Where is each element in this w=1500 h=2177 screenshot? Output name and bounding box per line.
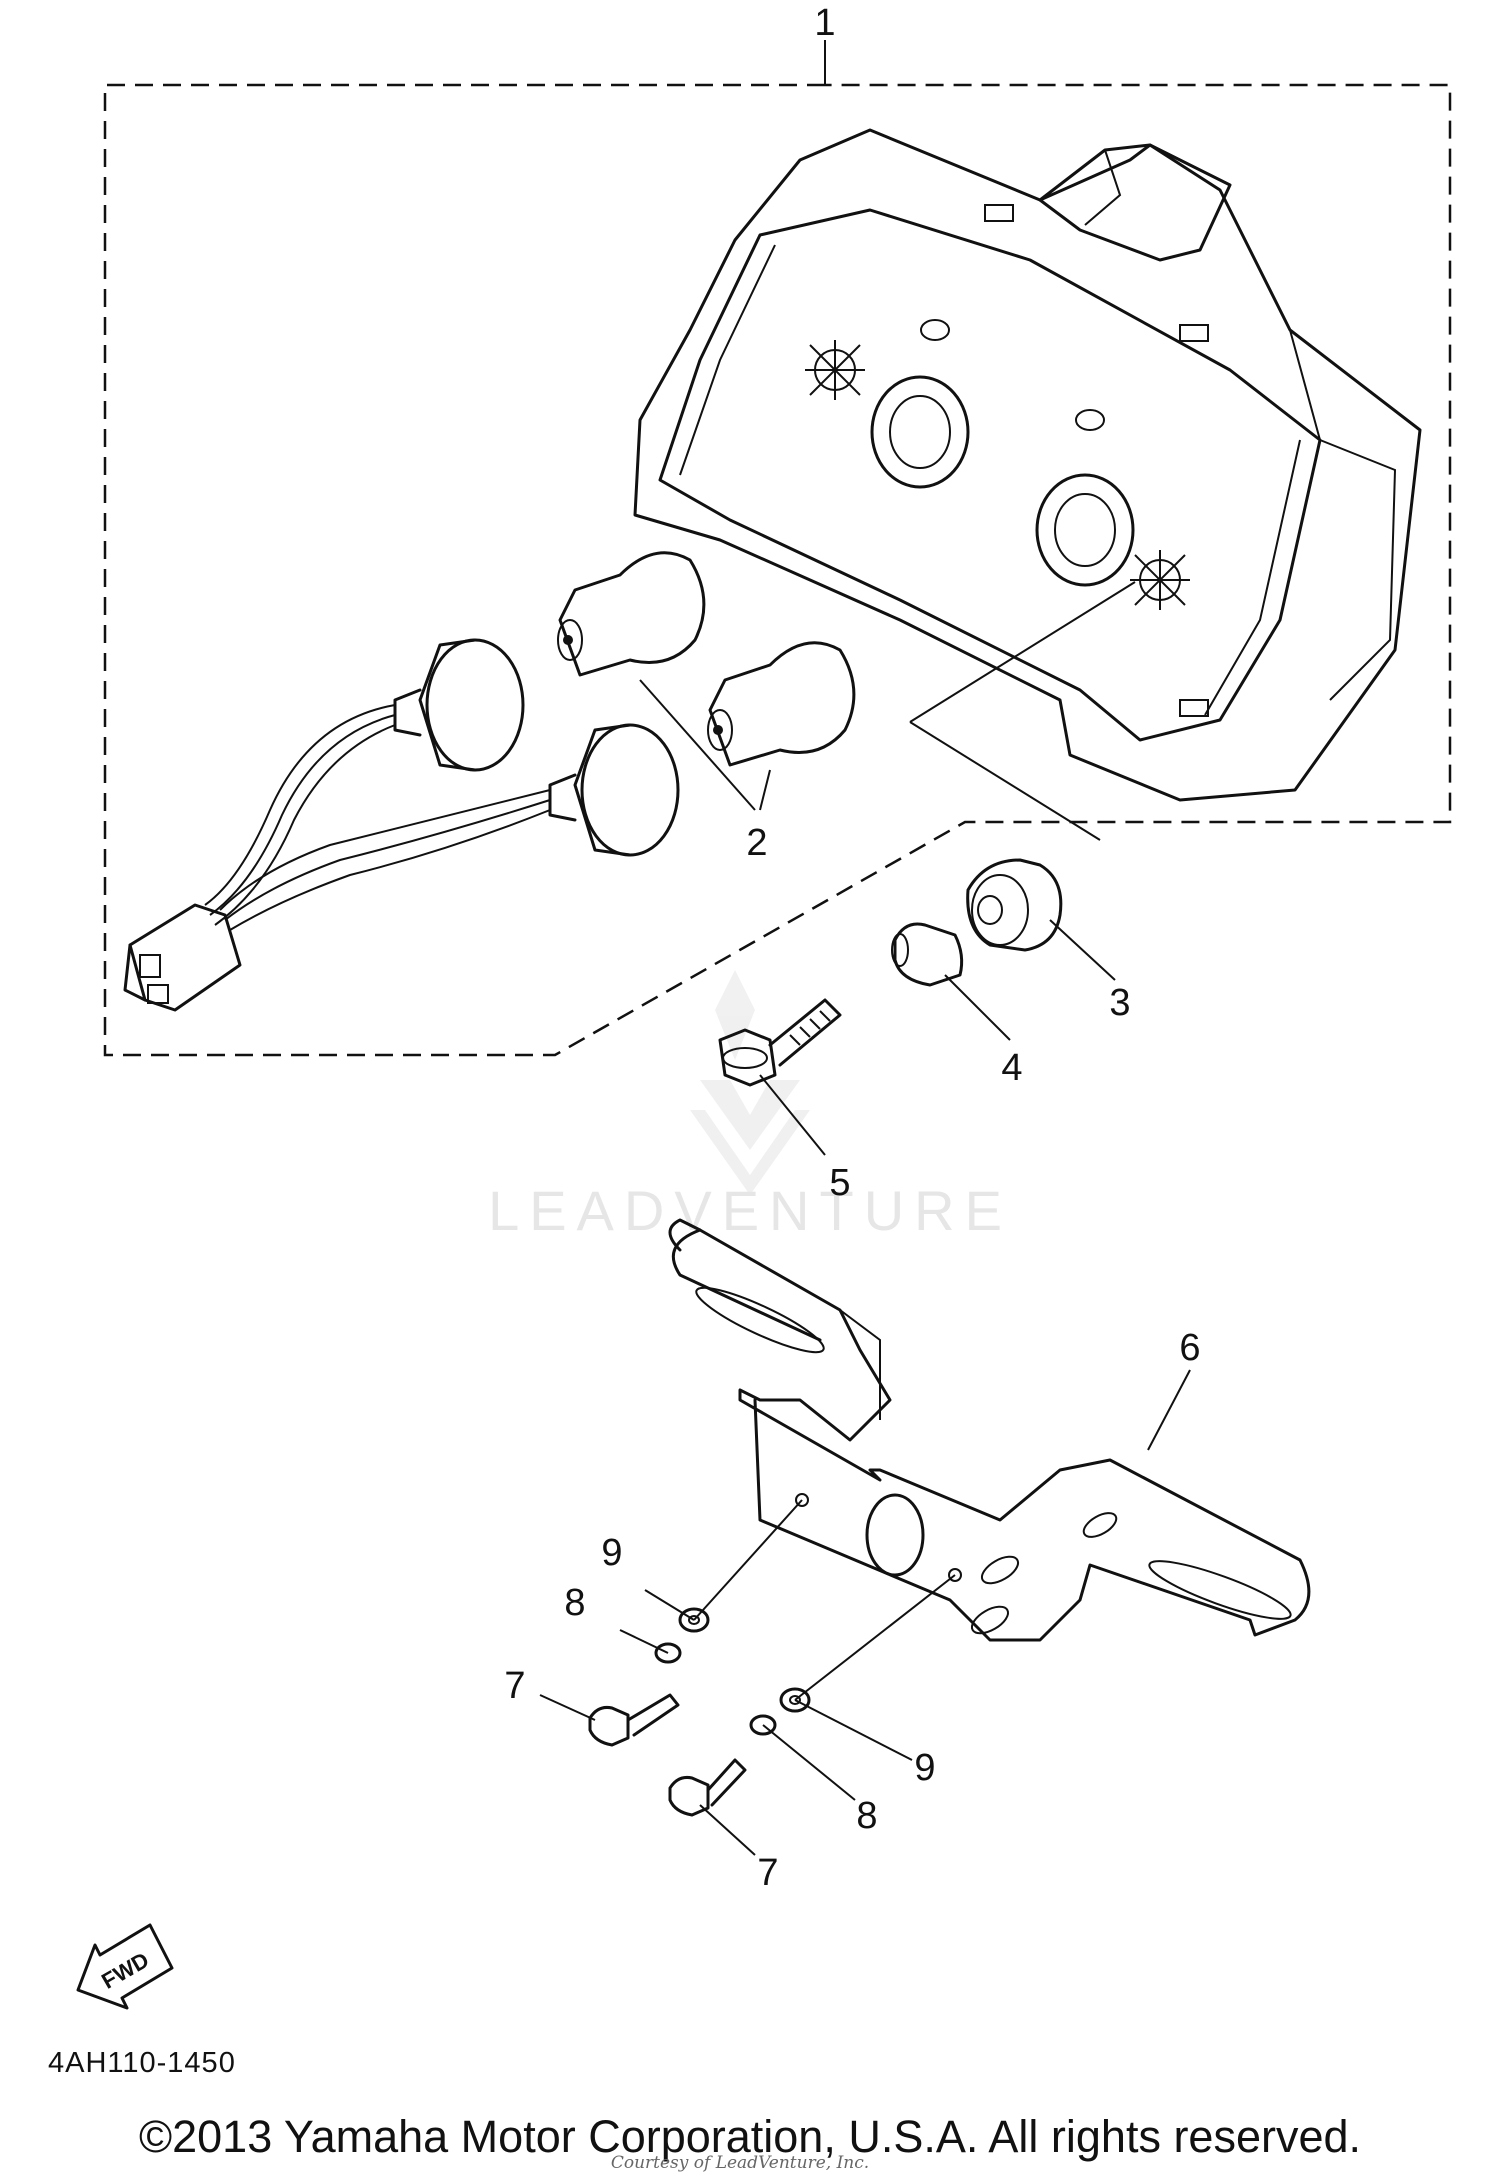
- callout-2: 2: [746, 822, 767, 864]
- lock-washer-8-left: [654, 1642, 682, 1664]
- callout-6: 6: [1179, 1327, 1200, 1369]
- callout-7-right: 7: [757, 1852, 778, 1894]
- watermark: LEADVENTURE: [488, 970, 1012, 1242]
- fwd-arrow-icon: FWD: [76, 1923, 174, 2010]
- tail-light-housing: [633, 128, 1422, 802]
- callout-4: 4: [1001, 1047, 1022, 1089]
- wiring-harness: [123, 638, 680, 1012]
- bolt: [718, 998, 842, 1087]
- assembly-boundary: [103, 40, 1452, 1057]
- callout-9-right: 9: [914, 1747, 935, 1789]
- callout-9-left: 9: [601, 1532, 622, 1574]
- bolt-7-right: [668, 1758, 747, 1817]
- courtesy-note: Courtesy of LeadVenture, Inc.: [611, 2153, 869, 2173]
- collar: [891, 922, 964, 987]
- lock-washer-8-right: [749, 1714, 777, 1736]
- callout-8-right: 8: [856, 1795, 877, 1837]
- bolt-7-left: [588, 1693, 680, 1747]
- bulb-lower: [707, 641, 856, 767]
- copyright-notice: ©2013 Yamaha Motor Corporation, U.S.A. A…: [139, 2111, 1361, 2162]
- callout-1: 1: [814, 2, 835, 44]
- callout-8-left: 8: [564, 1582, 585, 1624]
- leader-lines: [539, 581, 1191, 1856]
- diagram-code: 4AH110-1450: [48, 2047, 236, 2079]
- callout-5: 5: [829, 1162, 850, 1204]
- washer-9-left: [678, 1607, 710, 1633]
- leadventure-logo-icon: [690, 970, 810, 1195]
- callouts: 1 2 3 4 5 6 9 8 7 9 8 7: [504, 2, 1200, 1894]
- bulb-upper: [557, 551, 706, 677]
- washer-9-right: [779, 1687, 811, 1713]
- grommet: [966, 858, 1063, 952]
- fwd-label: FWD: [97, 1947, 153, 1994]
- bracket: [668, 1218, 1311, 1642]
- watermark-text: LEADVENTURE: [488, 1179, 1012, 1242]
- callout-7-left: 7: [504, 1665, 525, 1707]
- callout-3: 3: [1109, 982, 1130, 1024]
